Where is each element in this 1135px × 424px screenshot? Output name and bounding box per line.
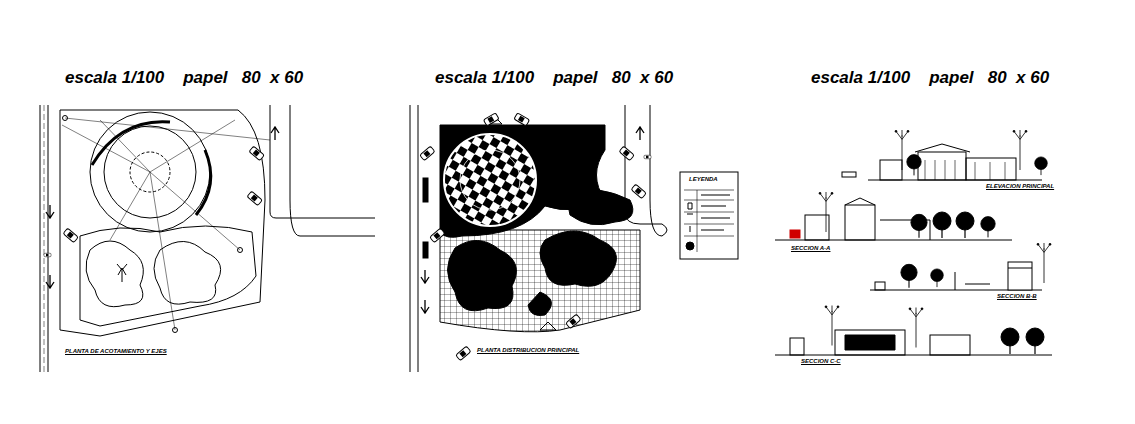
scale-note: escala 1/100 papel 80 x 60 (810, 69, 1050, 88)
drawing-label: PLANTA DISTRIBUCION PRINCIPAL (476, 347, 580, 354)
drawing-label: SECCION B-B (996, 293, 1038, 300)
plan-distribution (410, 105, 738, 372)
scale-note: escala 1/100 papel 80 x 60 (434, 69, 674, 88)
scale-note: escala 1/100 papel 80 x 60 (64, 69, 304, 88)
elevations-sections (775, 130, 1052, 355)
drawing-label: ELEVACION PRINCIPAL (985, 183, 1055, 190)
plan-dimensions (40, 105, 375, 372)
drawing-label: SECCION A-A (790, 245, 831, 252)
drawing-label: PLANTA DE ACOTAMIENTO Y EJES (64, 348, 168, 355)
legend-heading: LEYENDA (688, 176, 719, 183)
drawing-label: SECCION C-C (800, 358, 842, 365)
